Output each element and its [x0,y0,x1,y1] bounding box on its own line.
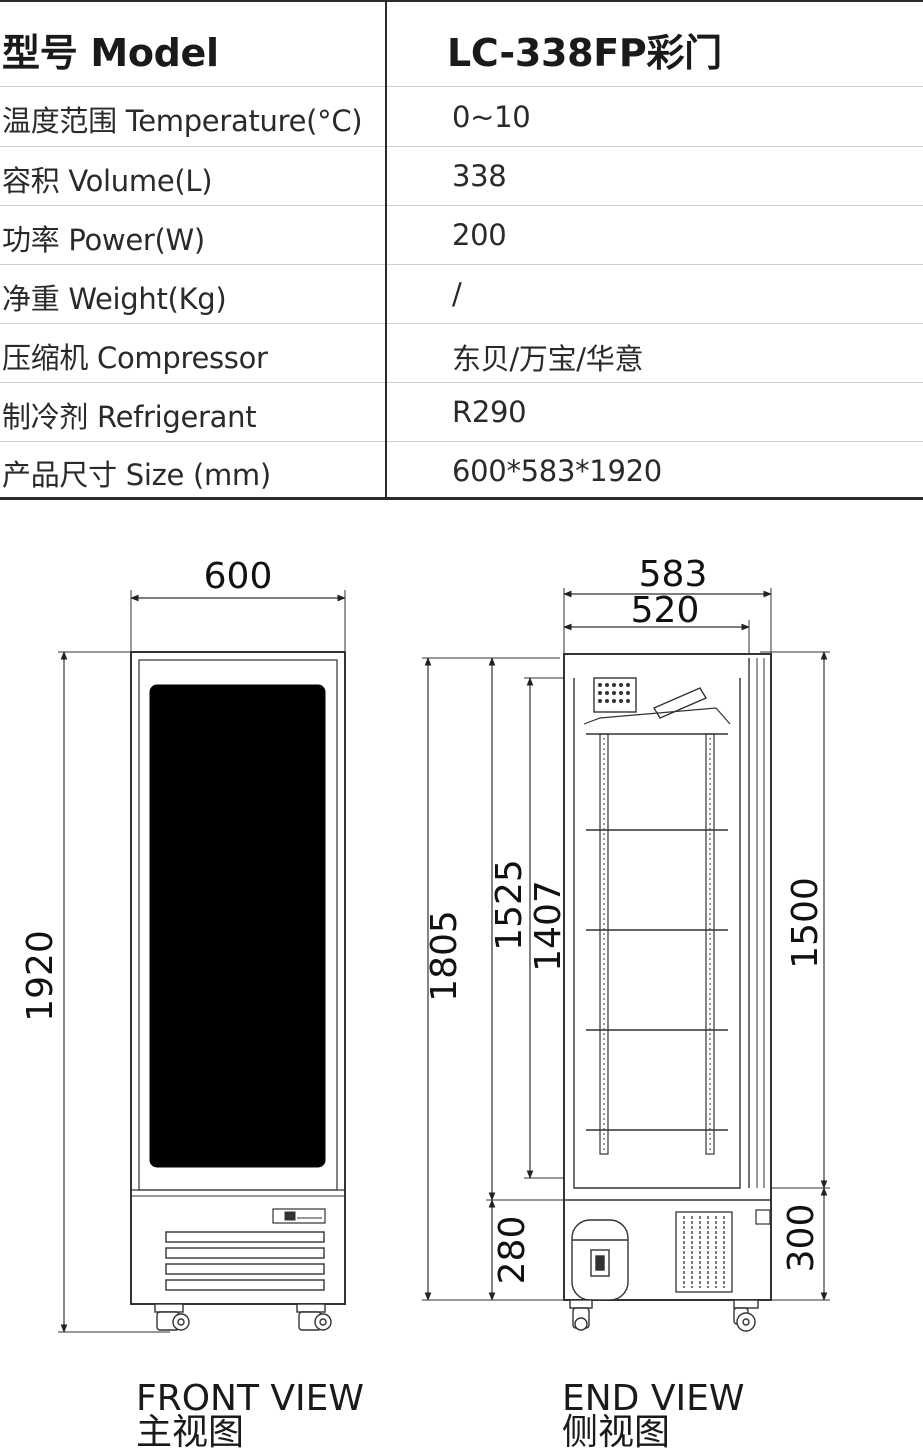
end-cabinet-outline [563,653,772,1301]
end-height-1805-label: 1805 [424,910,465,1002]
front-width-label: 600 [204,556,273,597]
end-shelf-upright-front [599,733,609,1155]
table-row: 净重 Weight(Kg) / [0,265,923,324]
table-bottom-border [0,497,923,500]
model-label: 型号 Model [2,31,219,75]
table-row: 产品尺寸 Size (mm) 600*583*1920 [0,442,923,497]
end-inner-depth-label: 520 [631,590,700,631]
front-vent-grille [165,1231,325,1291]
end-height-1407-label: 1407 [528,880,569,972]
front-view-caption: FRONT VIEW 主视图 [136,1378,365,1453]
front-caster-right [296,1303,332,1331]
row-label: 容积 Volume(L) [2,164,213,198]
table-header-row: 型号 Model LC-338FP彩门 [0,2,923,87]
end-shelves [586,733,728,1131]
end-condenser [675,1211,733,1293]
end-view-caption-zh: 侧视图 [562,1412,671,1453]
front-control-panel [272,1208,326,1224]
row-label: 净重 Weight(Kg) [2,282,227,316]
row-label: 功率 Power(W) [2,223,205,257]
front-glass-panel [149,684,326,1168]
row-value: / [452,277,462,311]
model-value: LC-338FP彩门 [447,31,722,75]
end-view-caption: END VIEW 侧视图 [562,1378,745,1453]
end-evaporator-fan [593,677,637,713]
table-row: 制冷剂 Refrigerant R290 [0,383,923,442]
end-height-1525-label: 1525 [489,859,530,951]
end-compressor [571,1219,629,1301]
end-base-280-label: 280 [492,1216,533,1285]
end-shelf-upright-rear [705,733,715,1155]
front-view: 600 1920 [20,556,346,1333]
row-value: 600*583*1920 [452,454,662,488]
row-label: 温度范围 Temperature(°C) [2,104,363,138]
technical-drawing: 600 1920 [20,554,830,1333]
front-view-caption-en: FRONT VIEW [136,1378,365,1419]
end-view: 583 520 1805 1525 1407 1500 280 300 [422,554,830,1332]
end-top-light [652,687,708,719]
table-top-border [0,0,923,2]
table-row: 容积 Volume(L) 338 [0,147,923,206]
front-view-caption-zh: 主视图 [136,1412,245,1453]
row-value: R290 [452,395,527,429]
table-column-divider [385,0,387,498]
row-value: 0~10 [452,100,531,134]
table-row: 压缩机 Compressor 东贝/万宝/华意 [0,324,923,383]
table-row: 温度范围 Temperature(°C) 0~10 [0,87,923,147]
end-interior-liner [573,678,741,1189]
end-base-300-label: 300 [781,1204,822,1273]
end-depth-label: 583 [639,554,708,595]
front-caster-left [154,1303,190,1331]
end-caster-rear [733,1299,759,1332]
row-value: 200 [452,218,507,252]
table-row: 功率 Power(W) 200 [0,206,923,265]
row-value: 东贝/万宝/华意 [452,342,644,376]
row-label: 压缩机 Compressor [2,341,268,375]
row-value: 338 [452,159,507,193]
front-height-label: 1920 [20,930,61,1022]
end-view-caption-en: END VIEW [562,1378,745,1419]
end-caster-front [569,1299,593,1331]
row-label: 产品尺寸 Size (mm) [2,458,271,492]
end-height-1500-label: 1500 [785,877,826,969]
row-label: 制冷剂 Refrigerant [2,400,257,434]
